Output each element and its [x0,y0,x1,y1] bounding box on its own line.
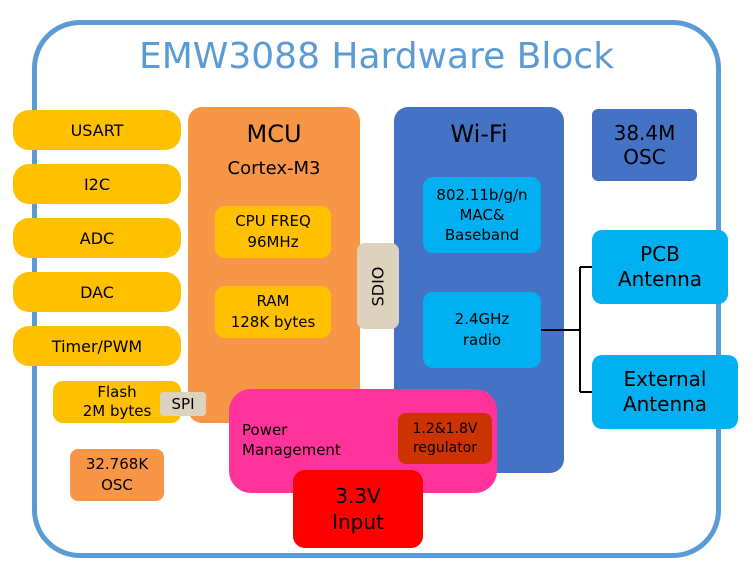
power-management-label: Power Management [242,420,341,460]
osc-38m-freq: 38.4M [613,121,676,145]
input-voltage: 3.3V [335,484,381,508]
power-label-line1: Power [242,421,288,439]
baseband-label: Baseband [444,226,520,244]
spi-label: SPI [171,395,195,413]
diagram-title: EMW3088 Hardware Block [138,36,615,77]
pcb-antenna-block: PCB Antenna [592,230,728,304]
regulator-block: 1.2&1.8V regulator [398,413,492,464]
cpu-freq-value: 96MHz [247,233,299,251]
osc-32k-block: 32.768K OSC [70,449,164,501]
pcb-antenna-type: PCB [640,242,680,266]
ram-value: 128K bytes [230,313,316,331]
radio-freq: 2.4GHz [454,310,510,328]
regulator-voltage: 1.2&1.8V [412,420,478,437]
input-label: Input [332,510,384,534]
power-label-line2: Management [242,441,341,459]
external-antenna-type: External [623,367,707,391]
mac-label: MAC& [459,206,505,224]
external-antenna-block: External Antenna [592,355,738,429]
ram-label: RAM [256,292,290,310]
cpu-freq-block: CPU FREQ 96MHz [215,206,331,258]
regulator-label: regulator [412,439,478,456]
radio-label: radio [462,331,502,349]
flash-size: 2M bytes [82,402,152,420]
usart-block: USART [13,110,181,150]
flash-block: Flash 2M bytes [53,381,181,423]
mac-baseband-block: 802.11b/g/n MAC& Baseband [423,177,541,253]
dac-block: DAC [13,272,181,312]
i2c-block: I2C [13,164,181,204]
adc-block: ADC [13,218,181,258]
sdio-bus: SDIO [357,243,399,329]
osc-38m-block: 38.4M OSC [592,109,697,181]
ram-block: RAM 128K bytes [215,286,331,338]
radio-block: 2.4GHz radio [423,292,541,368]
osc-38m-label: OSC [623,145,666,169]
mcu-subtitle: Cortex-M3 [227,158,321,179]
wifi-title: Wi-Fi [450,120,508,148]
osc-32k-label: OSC [101,476,133,494]
external-antenna-label: Antenna [622,392,708,416]
spi-bus: SPI [160,392,206,416]
osc-32k-freq: 32.768K [85,455,149,473]
mcu-title: MCU [246,120,302,148]
timer-pwm-block: Timer/PWM [13,326,181,366]
power-input-block: 3.3V Input [293,470,423,548]
cpu-freq-label: CPU FREQ [235,212,311,230]
mac-standard: 802.11b/g/n [436,186,528,204]
flash-label: Flash [97,383,137,401]
pcb-antenna-label: Antenna [617,267,703,291]
mcu-block [188,107,360,423]
